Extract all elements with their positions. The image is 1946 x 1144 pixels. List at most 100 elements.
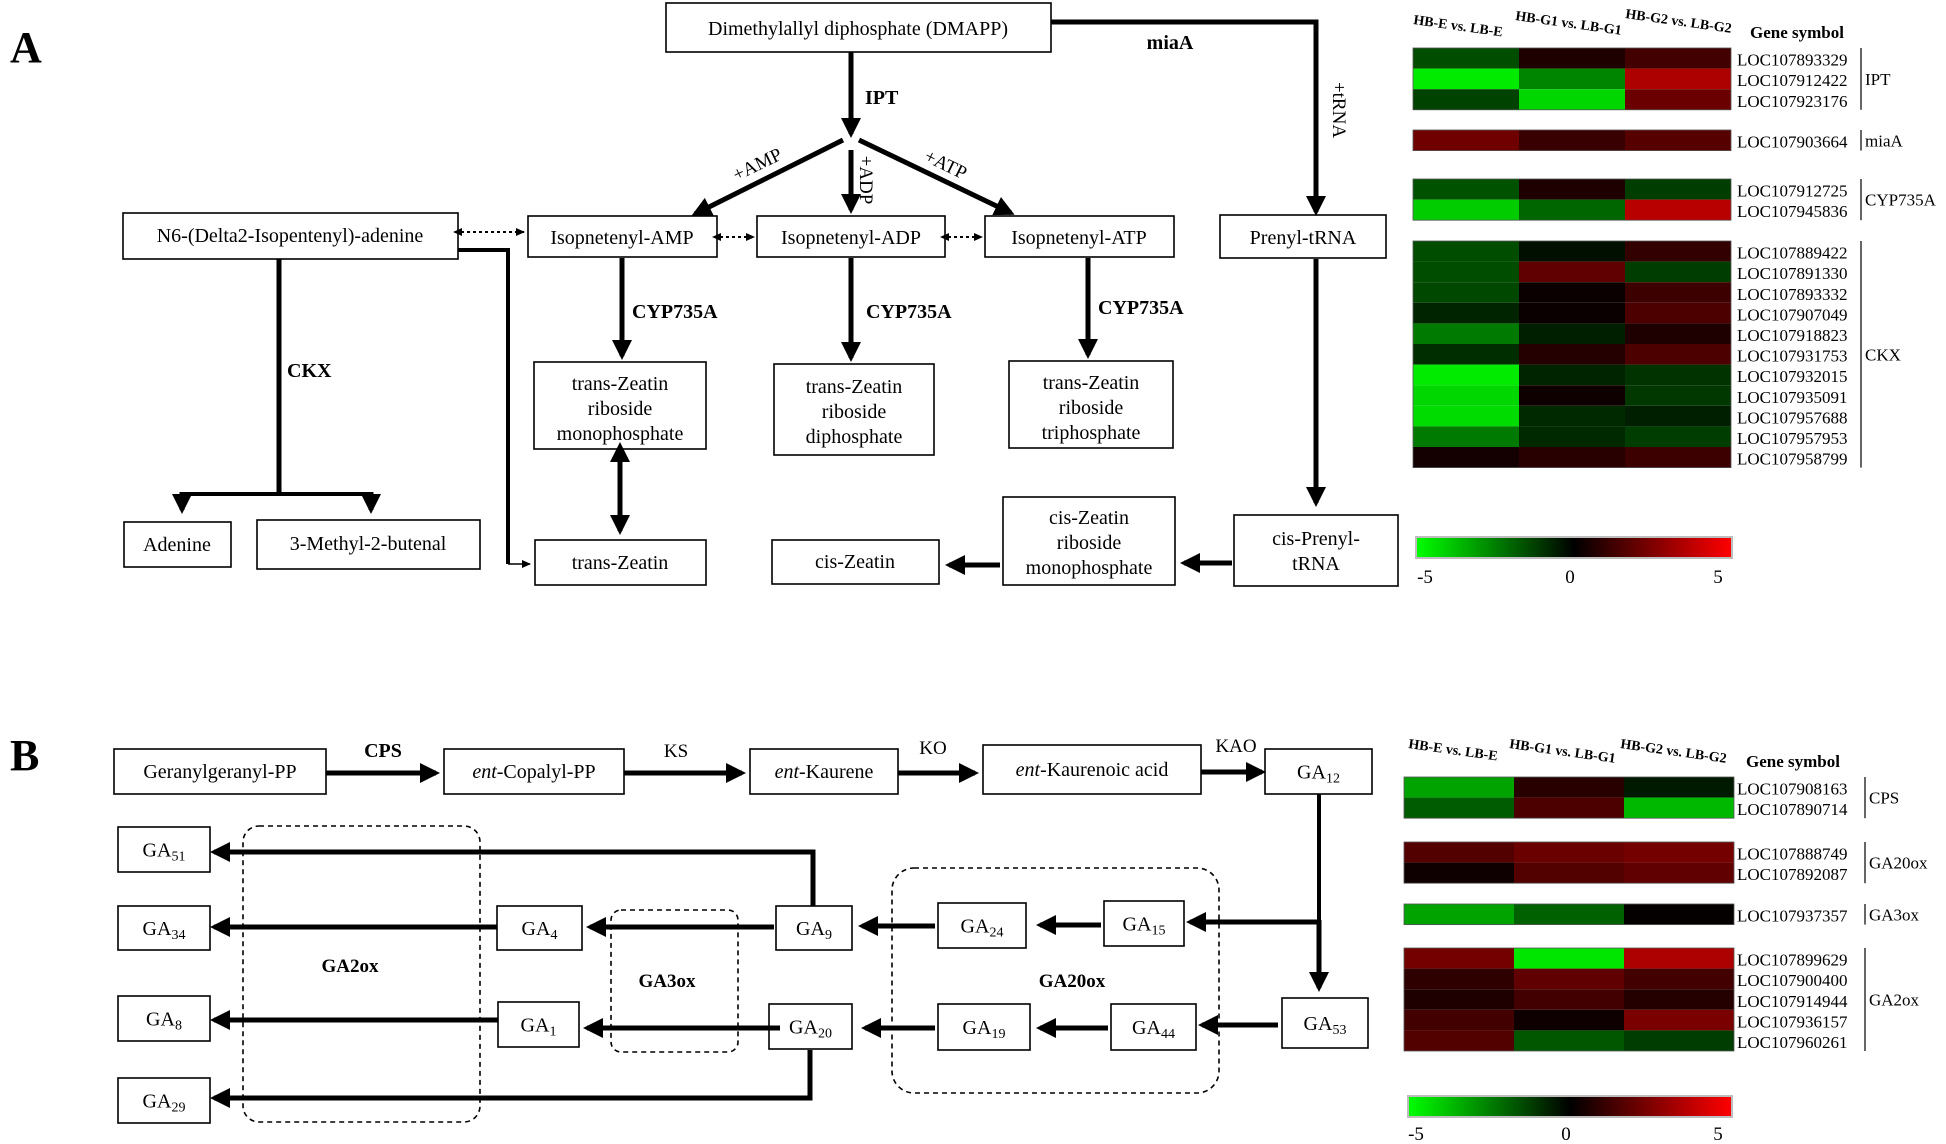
heatmap-cell bbox=[1413, 364, 1519, 386]
node-tzrtp-line2: riboside bbox=[1059, 397, 1124, 419]
heatmap-cell bbox=[1625, 89, 1731, 110]
heatmap-a: LOC107893329LOC107912422LOC107923176IPTL… bbox=[1412, 47, 1937, 469]
gene-label: LOC107899629 bbox=[1737, 951, 1848, 970]
heatmap-cell bbox=[1413, 323, 1519, 344]
node-ga12: GA12 bbox=[1297, 762, 1340, 787]
node-kaurene-prefix: ent bbox=[775, 761, 800, 783]
node-kaurene-box bbox=[749, 748, 899, 795]
heatmap-a-col-1: HB-E vs. LB-E bbox=[1412, 13, 1503, 40]
scale-a-tick-min: -5 bbox=[1417, 567, 1433, 588]
heatmap-cell bbox=[1624, 989, 1734, 1010]
gene-label: LOC107957688 bbox=[1737, 408, 1848, 427]
node-tzrmp-line3: monophosphate bbox=[557, 423, 684, 445]
label-plus-adp: +ADP bbox=[855, 156, 876, 205]
node-ga44-base: GA bbox=[1132, 1017, 1161, 1039]
heatmap-cell bbox=[1519, 130, 1625, 151]
node-kaurene-suffix: -Kaurene bbox=[799, 761, 874, 783]
panel-label-a: A bbox=[10, 23, 42, 72]
node-tzrdp-line1: trans-Zeatin bbox=[806, 376, 903, 398]
heatmap-cell bbox=[1625, 426, 1731, 447]
node-cisprenyl-box bbox=[1233, 514, 1399, 587]
node-ga15-box bbox=[1103, 900, 1185, 947]
group-ga20ox bbox=[891, 867, 1220, 1094]
node-ga9: GA9 bbox=[796, 918, 832, 943]
gene-label: LOC107958799 bbox=[1737, 450, 1848, 469]
gene-label: LOC107907049 bbox=[1737, 305, 1848, 324]
enzyme-ga2ox: GA2ox bbox=[322, 956, 380, 977]
group-label: GA2ox bbox=[1869, 991, 1920, 1010]
gene-label: LOC107891330 bbox=[1737, 264, 1848, 283]
node-dmapp-box bbox=[665, 2, 1052, 53]
heatmap-cell bbox=[1413, 68, 1519, 90]
node-ga53-base: GA bbox=[1304, 1013, 1333, 1035]
heatmap-group-frame bbox=[1403, 947, 1735, 1052]
heatmap-cell bbox=[1404, 948, 1514, 969]
gene-label: LOC107936157 bbox=[1737, 1012, 1848, 1031]
heatmap-cell bbox=[1624, 797, 1734, 819]
heatmap-a-headers: HB-E vs. LB-E HB-G1 vs. LB-G1 HB-G2 vs. … bbox=[1412, 7, 1844, 42]
node-ga51-box bbox=[117, 826, 211, 873]
node-ga24: GA24 bbox=[961, 916, 1004, 941]
gene-label: LOC107892087 bbox=[1737, 865, 1848, 884]
gene-label: LOC107914944 bbox=[1737, 992, 1848, 1011]
node-ga19-subscript: 19 bbox=[991, 1027, 1005, 1042]
group-label: GA3ox bbox=[1869, 905, 1920, 924]
group-ga3ox bbox=[610, 909, 739, 1053]
node-tzeatin: trans-Zeatin bbox=[572, 552, 669, 574]
group-ga2ox bbox=[242, 825, 481, 1123]
node-cisprenyl-line2: tRNA bbox=[1292, 553, 1340, 575]
gene-label: LOC107937357 bbox=[1737, 907, 1848, 926]
heatmap-cell bbox=[1404, 862, 1514, 884]
heatmap-cell bbox=[1624, 1009, 1734, 1031]
node-ga4: GA4 bbox=[522, 918, 558, 943]
gene-label: LOC107923176 bbox=[1737, 92, 1848, 111]
node-ga19: GA19 bbox=[963, 1017, 1006, 1042]
heatmap-cell bbox=[1624, 862, 1734, 884]
heatmap-cell bbox=[1514, 989, 1624, 1010]
heatmap-a-gene-symbol-header: Gene symbol bbox=[1750, 23, 1844, 42]
node-ga12-subscript: 12 bbox=[1326, 772, 1340, 787]
node-copalyl-prefix: ent bbox=[472, 761, 497, 783]
heatmap-cell bbox=[1514, 862, 1624, 884]
node-ga20-subscript: 20 bbox=[818, 1027, 832, 1042]
heatmap-cell bbox=[1624, 968, 1734, 990]
heatmap-group-frame bbox=[1403, 903, 1735, 926]
node-ga4-base: GA bbox=[522, 918, 551, 940]
heatmap-cell bbox=[1519, 447, 1625, 468]
enzyme-ks: KS bbox=[664, 741, 688, 762]
node-amp-box bbox=[527, 215, 718, 258]
heatmap-cell bbox=[1625, 282, 1731, 303]
node-ga24-box bbox=[937, 902, 1027, 949]
heatmap-cell bbox=[1519, 426, 1625, 447]
heatmap-group-frame bbox=[1412, 178, 1732, 221]
heatmap-cell bbox=[1413, 405, 1519, 427]
heatmap-cell bbox=[1625, 323, 1731, 344]
arrow-ga9-ga51 bbox=[210, 842, 816, 906]
node-ga8-base: GA bbox=[146, 1009, 175, 1031]
gene-label: LOC107918823 bbox=[1737, 326, 1848, 345]
heatmap-b: LOC107908163LOC107890714CPSLOC107888749L… bbox=[1403, 776, 1928, 1052]
gene-label: LOC107912725 bbox=[1737, 182, 1848, 201]
group-label: IPT bbox=[1865, 70, 1891, 89]
node-ga24-subscript: 24 bbox=[989, 926, 1003, 941]
node-adp: Isopnetenyl-ADP bbox=[781, 227, 921, 249]
heatmap-cell bbox=[1413, 48, 1519, 69]
node-ga51-subscript: 51 bbox=[171, 850, 185, 865]
node-ga1: GA1 bbox=[521, 1015, 557, 1040]
heatmap-cell bbox=[1519, 302, 1625, 324]
arrow-ga20-ga29 bbox=[210, 1050, 813, 1108]
heatmap-cell bbox=[1413, 130, 1519, 151]
heatmap-cell bbox=[1519, 199, 1625, 221]
node-ga53-subscript: 53 bbox=[1332, 1023, 1346, 1038]
group-label: CKX bbox=[1865, 345, 1901, 364]
heatmap-cell bbox=[1625, 447, 1731, 468]
node-ga44-box bbox=[1110, 1003, 1197, 1051]
heatmap-cell bbox=[1413, 261, 1519, 283]
node-ga29-subscript: 29 bbox=[171, 1101, 185, 1116]
heatmap-cell bbox=[1519, 89, 1625, 110]
heatmap-cell bbox=[1625, 48, 1731, 69]
node-czrmp-line2: riboside bbox=[1057, 532, 1122, 554]
node-czrmp-line3: monophosphate bbox=[1026, 557, 1153, 579]
gene-label: LOC107931753 bbox=[1737, 347, 1848, 366]
